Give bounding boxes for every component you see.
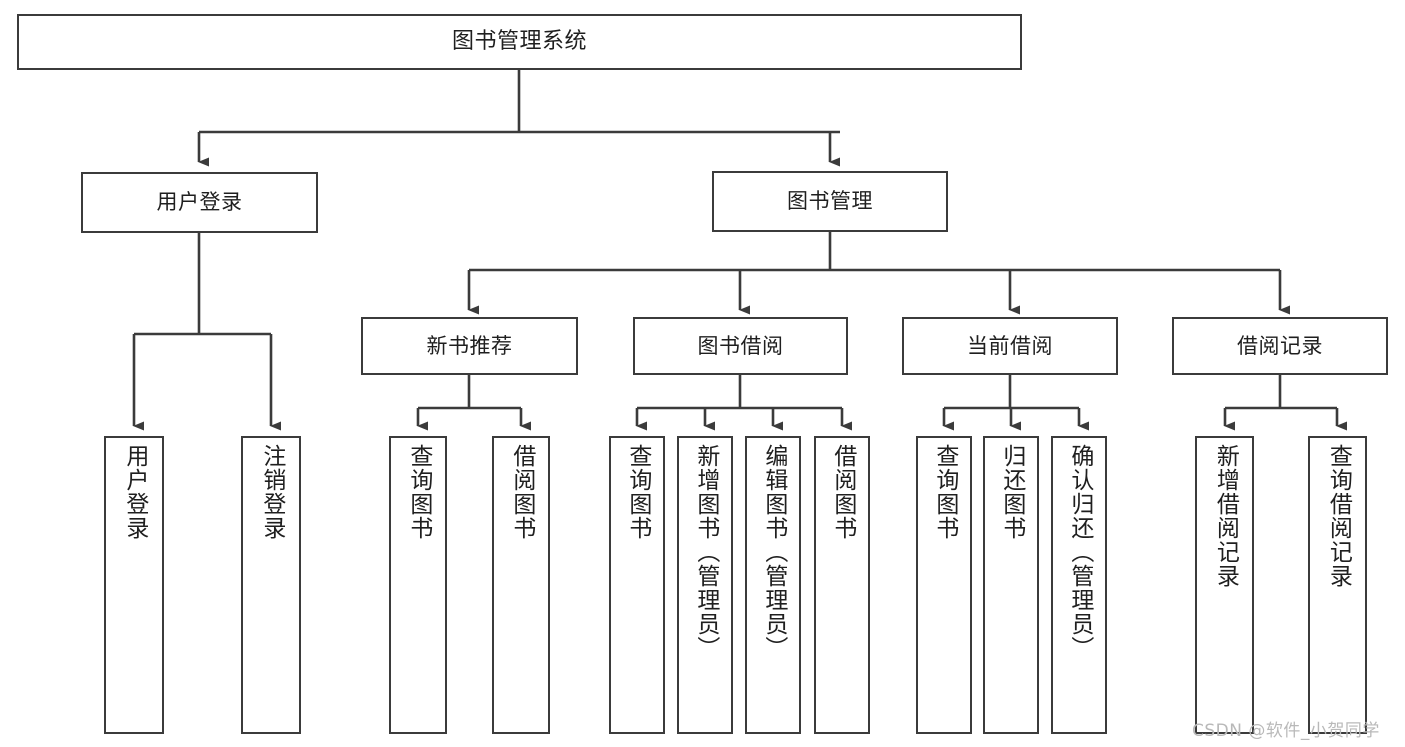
node-label: 查询借阅记录 [1325, 444, 1352, 588]
node-label: 借阅图书 [508, 444, 535, 540]
node-label: 用户登录 [121, 444, 148, 540]
leaf-borrow-book-borrowing[interactable]: 借阅图书 [814, 436, 870, 734]
node-label: 当前借阅 [967, 333, 1053, 358]
node-borrowing-record[interactable]: 借阅记录 [1172, 317, 1388, 375]
node-new-book-recommendation[interactable]: 新书推荐 [361, 317, 578, 375]
node-label: 查询图书 [405, 444, 432, 540]
node-current-borrowing[interactable]: 当前借阅 [902, 317, 1118, 375]
node-label: 归还图书 [998, 444, 1025, 540]
node-book-management[interactable]: 图书管理 [712, 171, 948, 232]
node-label: 确认归还（管理员） [1066, 444, 1093, 660]
leaf-query-borrow-record[interactable]: 查询借阅记录 [1308, 436, 1367, 734]
node-label: 新增借阅记录 [1212, 444, 1239, 588]
watermark: CSDN @软件_小贺同学 [1192, 721, 1380, 741]
node-label: 查询图书 [931, 444, 958, 540]
leaf-add-borrow-record[interactable]: 新增借阅记录 [1195, 436, 1254, 734]
node-label: 新书推荐 [426, 333, 513, 358]
node-label: 编辑图书（管理员） [760, 444, 787, 660]
leaf-return-book[interactable]: 归还图书 [983, 436, 1039, 734]
node-label: 图书管理系统 [451, 29, 587, 55]
node-label: 图书借阅 [697, 333, 784, 358]
node-label: 借阅图书 [829, 444, 856, 540]
leaf-user-logout[interactable]: 注销登录 [241, 436, 301, 734]
leaf-edit-book-admin[interactable]: 编辑图书（管理员） [745, 436, 801, 734]
node-label: 用户登录 [156, 190, 243, 215]
leaf-borrow-book-recommendation[interactable]: 借阅图书 [492, 436, 550, 734]
leaf-user-login[interactable]: 用户登录 [104, 436, 164, 734]
leaf-query-book-current[interactable]: 查询图书 [916, 436, 972, 734]
node-label: 查询图书 [624, 444, 651, 540]
node-user-login[interactable]: 用户登录 [81, 172, 318, 233]
leaf-confirm-return-admin[interactable]: 确认归还（管理员） [1051, 436, 1107, 734]
node-label: 新增图书（管理员） [692, 444, 719, 660]
node-root-book-management-system[interactable]: 图书管理系统 [17, 14, 1022, 70]
leaf-query-book-recommendation[interactable]: 查询图书 [389, 436, 447, 734]
leaf-add-book-admin[interactable]: 新增图书（管理员） [677, 436, 733, 734]
node-label: 图书管理 [787, 189, 873, 214]
node-book-borrowing[interactable]: 图书借阅 [633, 317, 848, 375]
node-label: 注销登录 [258, 444, 285, 540]
leaf-query-book-borrowing[interactable]: 查询图书 [609, 436, 665, 734]
node-label: 借阅记录 [1237, 333, 1323, 358]
